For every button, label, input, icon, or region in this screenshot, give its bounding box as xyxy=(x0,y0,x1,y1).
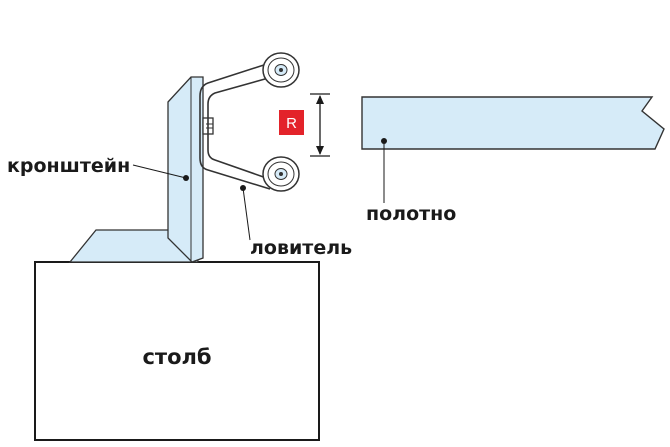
post-label: столб xyxy=(142,345,211,369)
bracket-leader xyxy=(132,164,187,179)
dimension-arrow-up xyxy=(316,95,324,104)
blade-leader-dot xyxy=(381,138,387,144)
catcher-label: ловитель xyxy=(250,237,352,259)
top-roller xyxy=(262,52,300,88)
dimension-badge xyxy=(279,110,304,135)
catcher-wire xyxy=(199,62,271,190)
bracket-leader-dot xyxy=(183,175,189,181)
catcher-leader-dot xyxy=(240,185,246,191)
gate-blade xyxy=(361,96,665,150)
post-block xyxy=(34,261,320,441)
blade-label: полотно xyxy=(366,203,456,225)
bracket-vertical-plate xyxy=(167,76,204,263)
bracket-label: кронштейн xyxy=(7,155,130,177)
catcher-leader xyxy=(242,187,251,241)
bottom-roller xyxy=(262,156,300,192)
catcher-wire-inner xyxy=(207,76,273,181)
dimension-label: R xyxy=(286,115,297,132)
dimension-arrow-down xyxy=(316,146,324,155)
